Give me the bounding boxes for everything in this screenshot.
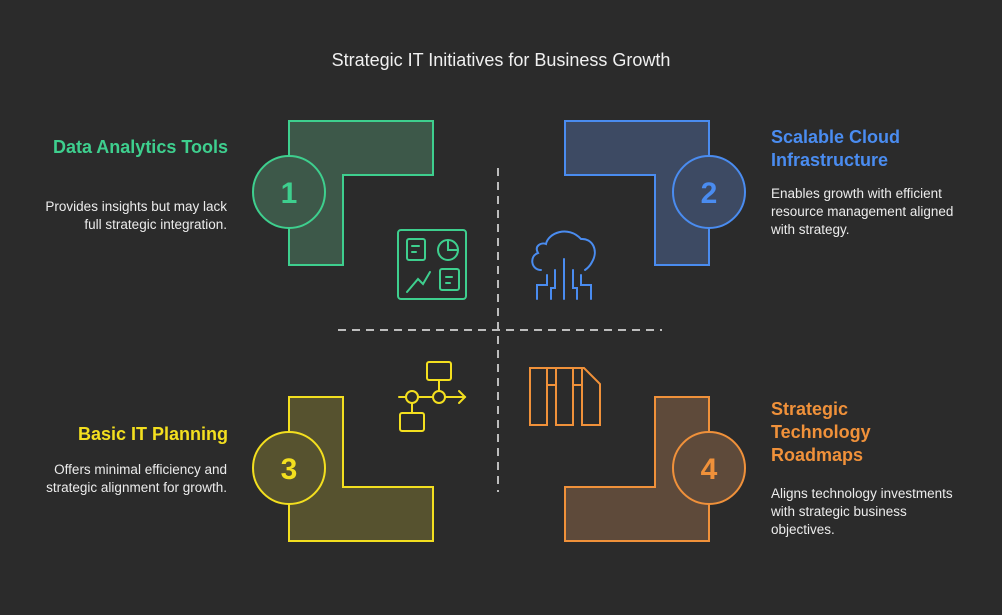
number-2: 2 <box>701 177 718 210</box>
quadrant-shape-3 <box>288 396 434 542</box>
diagram-title: Strategic IT Initiatives for Business Gr… <box>331 50 671 70</box>
heading-3: Basic IT Planning <box>77 424 228 444</box>
heading-4: Strategic Technology Roadmaps <box>771 399 871 465</box>
flowchart-icon <box>398 361 467 432</box>
number-4: 4 <box>701 453 718 486</box>
cloud-icon <box>531 230 596 300</box>
roadmap-icon <box>529 367 601 426</box>
number-badge-3: 3 <box>252 431 326 505</box>
number-badge-1: 1 <box>252 155 326 229</box>
quadrant-shape-4 <box>564 396 710 542</box>
number-1: 1 <box>281 177 298 210</box>
heading-1: Data Analytics Tools <box>52 137 228 157</box>
quadrant-shape-2 <box>564 120 710 266</box>
description-2: Enables growth with efficient resource m… <box>771 186 954 237</box>
quadrant-shape-1 <box>288 120 434 266</box>
heading-2: Scalable Cloud Infrastructure <box>771 127 901 170</box>
number-badge-2: 2 <box>672 155 746 229</box>
dashboard-icon <box>397 229 467 300</box>
description-1: Provides insights but may lack full stra… <box>45 199 227 232</box>
description-3: Offers minimal efficiency and strategic … <box>46 462 227 495</box>
number-badge-4: 4 <box>672 431 746 505</box>
description-4: Aligns technology investments with strat… <box>771 486 953 537</box>
number-3: 3 <box>281 453 298 486</box>
